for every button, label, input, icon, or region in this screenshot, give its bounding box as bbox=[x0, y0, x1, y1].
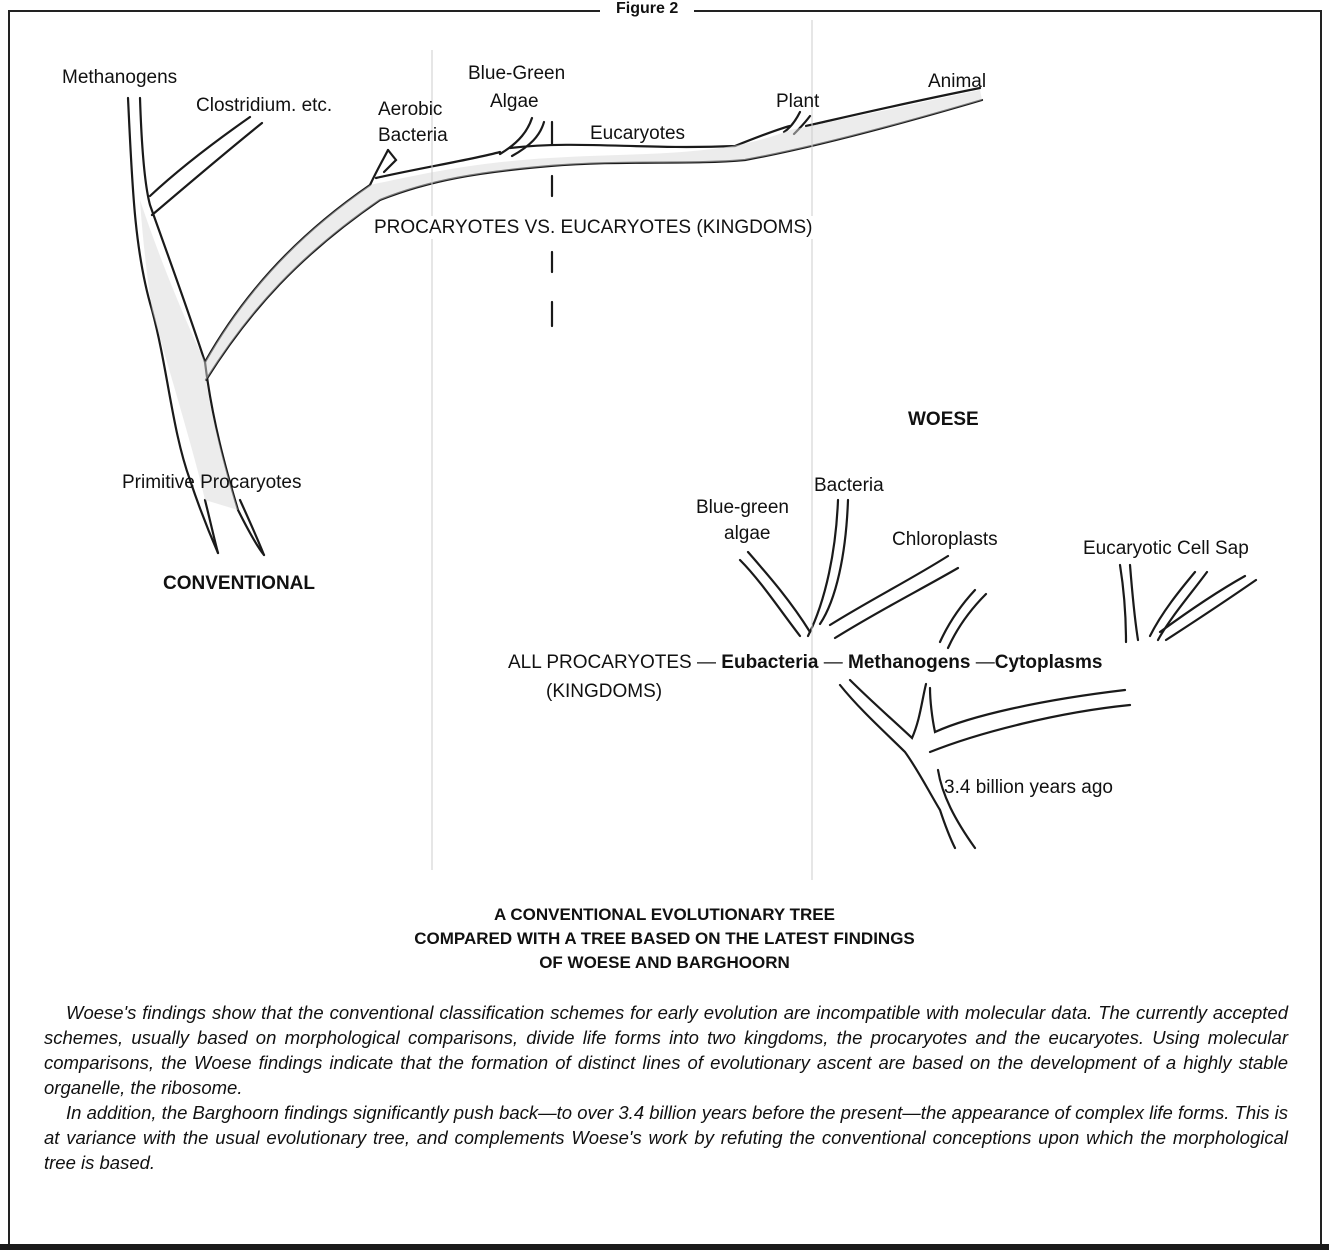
conv-aerobic-twig bbox=[382, 148, 398, 174]
woese-trunk-left bbox=[838, 683, 957, 850]
label-conv-methanogens: Methanogens bbox=[62, 67, 178, 88]
label-woese-methanogens: Methanogens bbox=[848, 652, 971, 673]
caption-line-1: A CONVENTIONAL EVOLUTIONARY TREE bbox=[494, 905, 835, 924]
label-woese-cytoplasms: Cytoplasms bbox=[994, 652, 1103, 673]
label-woese-all-procaryotes: ALL PROCARYOTES — Eubacteria — Methanoge… bbox=[508, 651, 1102, 674]
woese-cytoplasms-3 bbox=[1158, 574, 1258, 642]
conv-trunk-right bbox=[138, 96, 266, 557]
figure-label: Figure 2 bbox=[600, 0, 695, 18]
bottom-rule bbox=[0, 1244, 1329, 1250]
connector-dash: — bbox=[697, 652, 717, 673]
label-conv-plant: Plant bbox=[776, 91, 820, 112]
label-woese-kingdoms: (KINGDOMS) bbox=[546, 681, 663, 702]
woese-eubacteria-blue-green bbox=[738, 550, 812, 638]
woese-eubacteria-bacteria bbox=[806, 498, 850, 638]
conv-trunk-base-right bbox=[238, 498, 266, 557]
label-woese-chloroplasts: Chloroplasts bbox=[892, 529, 998, 550]
heading-conventional: CONVENTIONAL bbox=[163, 573, 315, 594]
label-woese-bacteria: Bacteria bbox=[814, 475, 884, 496]
woese-cytoplasms-1 bbox=[1118, 563, 1140, 644]
caption-title: A CONVENTIONAL EVOLUTIONARY TREE COMPARE… bbox=[0, 903, 1329, 975]
woese-eubacteria-chloro bbox=[828, 554, 960, 640]
body-paragraph-1: Woese's findings show that the conventio… bbox=[44, 1002, 1288, 1098]
heading-woese: WOESE bbox=[908, 409, 979, 430]
label-conv-clostridium: Clostridium. etc. bbox=[196, 95, 333, 116]
connector-dash: — bbox=[823, 652, 843, 673]
woese-methanogens-twig bbox=[938, 588, 988, 650]
label-conv-blue-green: Blue-Green bbox=[468, 63, 566, 84]
conv-clostridium-branch-lower bbox=[150, 121, 264, 217]
body-paragraph-2: In addition, the Barghoorn findings sign… bbox=[44, 1102, 1288, 1173]
label-conv-primitive: Primitive Procaryotes bbox=[122, 472, 302, 493]
label-conv-animal: Animal bbox=[928, 71, 987, 92]
body-text: Woese's findings show that the conventio… bbox=[44, 1000, 1288, 1175]
conv-bluegreen-twig bbox=[498, 116, 546, 158]
woese-trunk-right bbox=[848, 678, 1132, 850]
caption-line-2: COMPARED WITH A TREE BASED ON THE LATEST… bbox=[414, 929, 915, 948]
label-woese-age: 3.4 billion years ago bbox=[944, 777, 1113, 798]
label-woese-algae: algae bbox=[724, 523, 771, 544]
label-conv-aerobic: Aerobic bbox=[378, 99, 443, 120]
label-woese-eucaryotic-cell-sap: Eucaryotic Cell Sap bbox=[1083, 538, 1249, 559]
all-procaryotes-text: ALL PROCARYOTES bbox=[508, 652, 692, 673]
conv-trunk-left bbox=[126, 96, 220, 555]
label-conv-eucaryotes: Eucaryotes bbox=[590, 123, 686, 144]
conv-trunk-base-left bbox=[203, 498, 220, 555]
tree-drawings bbox=[126, 20, 1258, 880]
label-woese-eubacteria: Eubacteria bbox=[721, 652, 819, 673]
label-woese-blue-green: Blue-green bbox=[696, 497, 789, 518]
connector-dash: — bbox=[975, 652, 995, 673]
caption-line-3: OF WOESE AND BARGHOORN bbox=[539, 953, 790, 972]
label-conv-algae: Algae bbox=[490, 91, 539, 112]
label-conv-kingdoms-divider: PROCARYOTES VS. EUCARYOTES (KINGDOMS) bbox=[372, 216, 815, 239]
label-conv-bacteria: Bacteria bbox=[378, 125, 448, 146]
woese-cytoplasms-2 bbox=[1148, 570, 1209, 642]
conv-clostridium-branch-upper bbox=[148, 115, 252, 198]
conv-shading bbox=[140, 90, 982, 510]
